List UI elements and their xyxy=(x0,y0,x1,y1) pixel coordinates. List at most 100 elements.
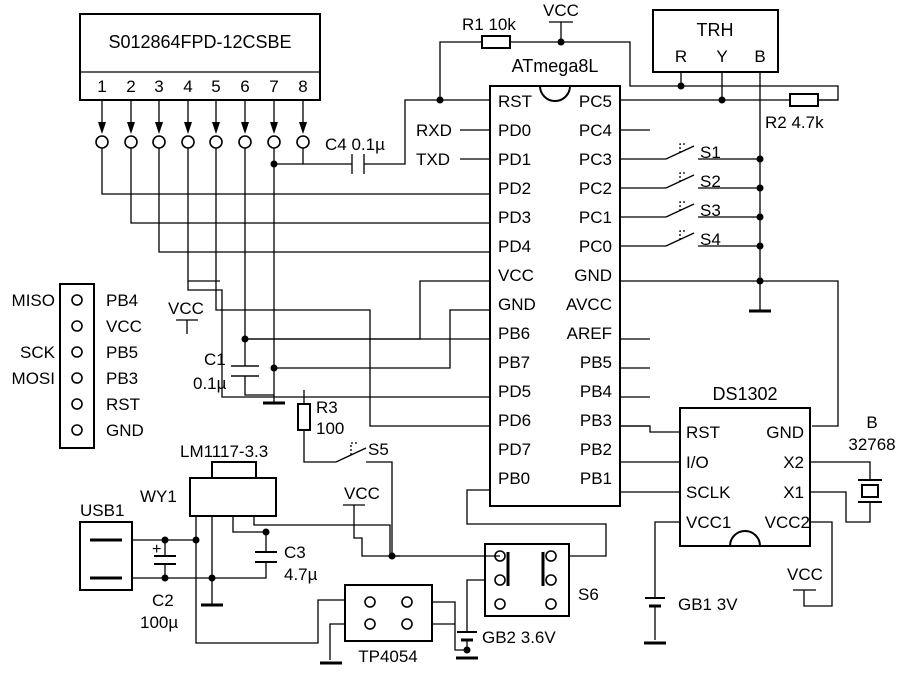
isp-right-gnd: GND xyxy=(106,421,144,440)
rtc-pin-rst: RST xyxy=(686,423,720,442)
regulator-name: LM1117-3.3 xyxy=(180,442,268,461)
isp-body xyxy=(59,283,95,449)
usb-label: USB1 xyxy=(80,501,124,520)
mcu-notch xyxy=(539,85,571,102)
rtc-pin-sclk: SCLK xyxy=(686,483,731,502)
gb2-label: GB2 3.6V xyxy=(482,628,556,647)
vcc-c1-network: VCC C1 0.1µ R3 100 S5 xyxy=(168,299,400,557)
trh-pin-y: Y xyxy=(716,47,727,66)
charger-label: TP4054 xyxy=(358,647,418,666)
usb-body xyxy=(79,521,133,591)
mcu-pin-pd3: PD3 xyxy=(498,208,531,227)
lcd-pin-8: 8 xyxy=(298,77,307,96)
gb1-label: GB1 3V xyxy=(678,595,738,614)
mcu-pin-pb0: PB0 xyxy=(498,469,530,488)
crystal-32768: B 32768 xyxy=(810,413,896,523)
lcd-pin-5: 5 xyxy=(211,77,220,96)
s4-label: S4 xyxy=(700,230,721,249)
trh-sensor: TRH R Y B R2 4.7k xyxy=(620,9,838,310)
vcc-top-label: VCC xyxy=(543,1,579,20)
r3-name-label: R3 xyxy=(316,398,338,417)
mcu-pin-pc4: PC4 xyxy=(579,121,612,140)
mcu-pin-pb2: PB2 xyxy=(580,440,612,459)
lcd-body xyxy=(79,13,321,101)
usb-power-input: USB1 + C2 100µ C3 4.7µ xyxy=(79,501,318,632)
mcu-pin-pb7: PB7 xyxy=(498,353,530,372)
mcu-pin-pb3: PB3 xyxy=(580,411,612,430)
isp-right-pb4: PB4 xyxy=(106,291,138,310)
r1-body xyxy=(481,35,511,49)
rtc-pin-vcc2: VCC2 xyxy=(765,513,810,532)
vcc-rtc-label: VCC xyxy=(787,565,823,584)
isp-left-miso: MISO xyxy=(12,291,55,310)
r1-label: R1 10k xyxy=(462,15,516,34)
c4-label: C4 0.1µ xyxy=(325,135,385,154)
c3-name-label: C3 xyxy=(284,543,306,562)
mcu-pin-pd1: PD1 xyxy=(498,150,531,169)
r2-label: R2 4.7k xyxy=(765,113,824,132)
rtc-pin-x1: X1 xyxy=(783,483,804,502)
isp-header: MISO SCK MOSI PB4 VCC PB5 PB3 RST GND xyxy=(12,283,144,449)
r2-body xyxy=(789,93,819,107)
rtc-name: DS1302 xyxy=(712,384,777,404)
lcd-pin-4: 4 xyxy=(183,77,192,96)
c2-name-label: C2 xyxy=(152,591,174,610)
mcu-left-pin-labels: RST PD0 PD1 PD2 PD3 PD4 VCC GND PB6 PB7 … xyxy=(498,92,536,488)
c3-value-label: 4.7µ xyxy=(284,565,318,584)
mcu-unused-pin-stubs xyxy=(460,129,650,398)
mcu-pin-avcc: AVCC xyxy=(566,295,612,314)
lcd-pin-6: 6 xyxy=(240,77,249,96)
rtc-pin-gnd: GND xyxy=(766,423,804,442)
mcu-pin-pc0: PC0 xyxy=(579,237,612,256)
s1-label: S1 xyxy=(700,143,721,162)
mcu-pin-pb1: PB1 xyxy=(580,469,612,488)
mcu-pin-pd6: PD6 xyxy=(498,411,531,430)
trh-body xyxy=(652,9,779,73)
trh-pin-r: R xyxy=(675,47,687,66)
lcd-pin-2: 2 xyxy=(126,77,135,96)
s3-label: S3 xyxy=(700,201,721,220)
c1-value-label: 0.1µ xyxy=(193,374,227,393)
mcu-pin-vcc: VCC xyxy=(498,266,534,285)
regulator-tab xyxy=(211,461,257,479)
vcc-mid-label: VCC xyxy=(344,484,380,503)
lcd-pin-7: 7 xyxy=(269,77,278,96)
txd-label: TXD xyxy=(416,150,450,169)
mcu-pin-pd2: PD2 xyxy=(498,179,531,198)
s2-label: S2 xyxy=(700,172,721,191)
lcd-pin-1: 1 xyxy=(97,77,106,96)
mcu-atmega8l: ATmega8L RST PD0 PD1 PD2 PD3 PD4 VCC GND… xyxy=(416,56,650,507)
regulator-lm1117: LM1117-3.3 WY1 xyxy=(140,442,391,644)
mcu-pin-pd7: PD7 xyxy=(498,440,531,459)
regulator-ref: WY1 xyxy=(140,487,177,506)
mcu-pin-pd4: PD4 xyxy=(498,237,531,256)
lcd-pin-connectors xyxy=(95,100,310,149)
mcu-pin-pc2: PC2 xyxy=(579,179,612,198)
mcu-pin-pc3: PC3 xyxy=(579,150,612,169)
switches-s1-s4: S1 S2 S3 S4 xyxy=(620,143,839,427)
rxd-label: RXD xyxy=(416,121,452,140)
regulator-body xyxy=(189,477,277,517)
lcd-pin-3: 3 xyxy=(154,77,163,96)
mcu-pin-pc1: PC1 xyxy=(579,208,612,227)
s5-label: S5 xyxy=(368,440,389,459)
mcu-pin-pb6: PB6 xyxy=(498,324,530,343)
c2-plus-sign: + xyxy=(152,541,161,558)
r3-body xyxy=(297,403,311,431)
trh-pin-b: B xyxy=(754,47,765,66)
crystal-value: 32768 xyxy=(848,435,895,454)
vcc-left-label: VCC xyxy=(168,299,204,318)
gnd-to-rtc xyxy=(760,280,839,427)
mcu-pin-gnd-r: GND xyxy=(574,266,612,285)
isp-left-sck: SCK xyxy=(20,343,56,362)
mcu-pin-pb4: PB4 xyxy=(580,382,612,401)
mcu-pin-rst: RST xyxy=(498,92,532,111)
trh-label: TRH xyxy=(697,20,734,40)
lcd-model-label: S012864FPD-12CSBE xyxy=(108,32,291,52)
lcd-pin-numbers: 1 2 3 4 5 6 7 8 xyxy=(97,77,307,96)
isp-right-rst: RST xyxy=(106,395,140,414)
r3-value-label: 100 xyxy=(316,419,344,438)
isp-right-pb5: PB5 xyxy=(106,343,138,362)
mcu-pin-pd5: PD5 xyxy=(498,382,531,401)
